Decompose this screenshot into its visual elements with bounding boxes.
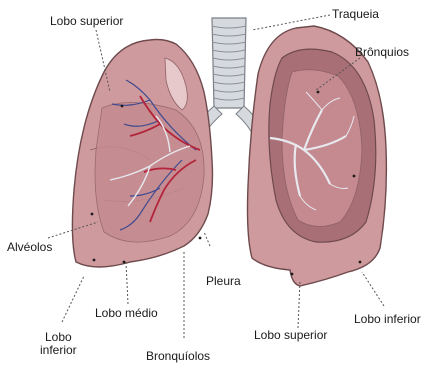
label-traqueia: Traqueia [332, 8, 379, 21]
left-lung [72, 40, 212, 268]
label-lobo-superior-right: Lobo superior [254, 329, 327, 342]
label-lobo-inferior-left: Lobo inferior [40, 331, 77, 357]
right-lung [248, 26, 387, 286]
label-lobo-superior-left: Lobo superior [50, 15, 123, 28]
label-alveolos: Alvéolos [7, 241, 52, 254]
label-bronquios: Brônquios [355, 46, 409, 59]
label-pleura: Pleura [206, 275, 241, 288]
label-bronquiolos: Bronquíolos [146, 350, 210, 363]
label-lobo-medio: Lobo médio [95, 307, 158, 320]
label-lobo-inferior-right: Lobo inferior [354, 313, 421, 326]
label-lobo-inferior-left-line2: inferior [40, 344, 77, 357]
